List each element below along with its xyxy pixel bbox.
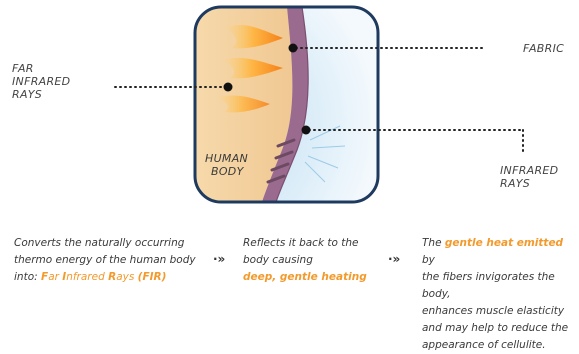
far-infrared-dot xyxy=(224,83,233,92)
fabric-dot xyxy=(289,44,298,53)
step-1-description: Converts the naturally occurring thermo … xyxy=(14,235,219,286)
step-3-description: The gentle heat emitted by the fibers in… xyxy=(422,235,579,354)
infrared-label: INFRARED RAYS xyxy=(500,164,558,190)
fir-diagram: FAR INFRARED RAYS FABRIC HUMAN BODY INFR… xyxy=(0,0,579,325)
dotted-arrow-icon: ·» xyxy=(213,252,225,266)
dotted-arrow-icon: ·» xyxy=(388,252,400,266)
fabric-label: FABRIC xyxy=(523,42,564,55)
step-2-description: Reflects it back to the body causing dee… xyxy=(243,235,383,286)
infrared-dot xyxy=(302,126,311,135)
far-infrared-label: FAR INFRARED RAYS xyxy=(12,62,70,101)
human-body-label: HUMAN BODY xyxy=(205,152,248,178)
